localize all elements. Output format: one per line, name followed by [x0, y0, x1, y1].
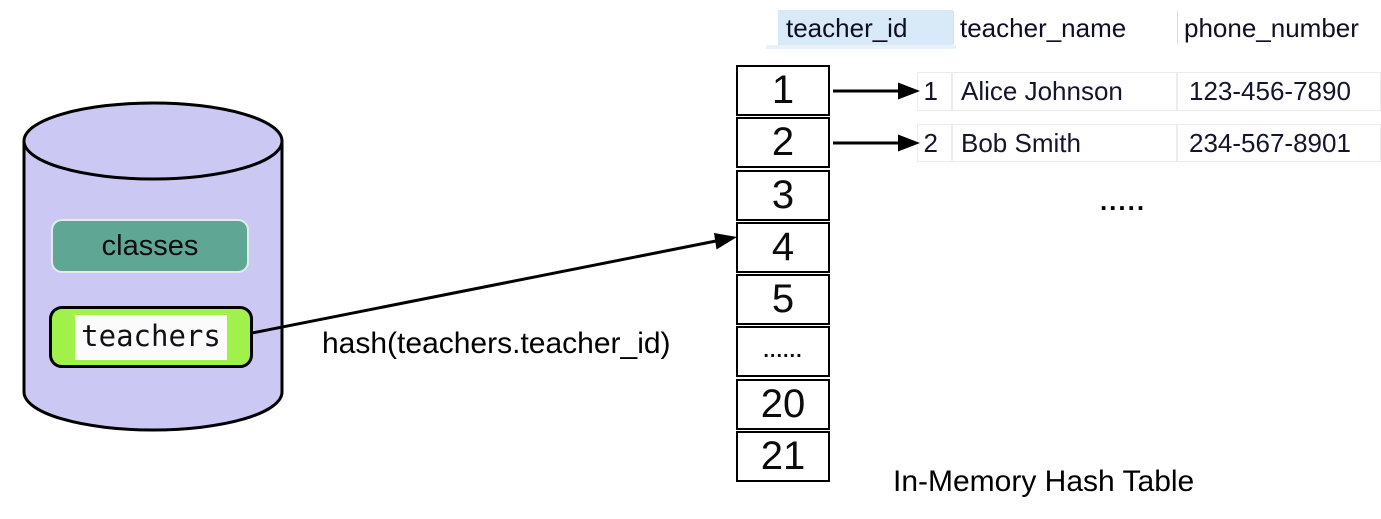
hash-bucket-label: 21	[760, 434, 806, 479]
teachers-table-label: teachers	[75, 314, 227, 360]
classes-table-box: classes	[51, 219, 249, 273]
row2-cell-teacher-name: Bob Smith	[952, 124, 1177, 162]
row1-cell-phone-number: 123-456-7890	[1177, 72, 1381, 111]
hash-bucket-cell: 20	[736, 378, 830, 430]
hash-bucket-cell-ellipsis: ......	[736, 326, 830, 378]
hash-bucket-label: 2	[771, 120, 795, 165]
row1-cell-teacher-id: 1	[917, 72, 952, 111]
header-highlight-teacher-id	[778, 10, 953, 45]
database-cylinder-top	[22, 101, 284, 181]
hash-bucket-label: 1	[771, 68, 795, 112]
header-underline-teacher-id	[766, 45, 956, 49]
column-header-teacher-id: teacher_id	[786, 13, 908, 43]
hash-bucket-label: 3	[771, 172, 795, 217]
hash-table-column: 1 2 3 4 5 ...... 20 21	[736, 65, 830, 483]
hash-bucket-cell: 5	[736, 274, 830, 326]
row2-cell-phone-number: 234-567-8901	[1177, 124, 1381, 162]
hash-bucket-label: 20	[760, 381, 806, 426]
database-cylinder-body	[22, 141, 284, 432]
column-header-phone-number: phone_number	[1184, 13, 1359, 43]
row2-cell-teacher-id: 2	[917, 124, 952, 162]
hash-bucket-cell: 21	[736, 431, 830, 483]
column-header-teacher-name: teacher_name	[960, 13, 1127, 43]
hash-bucket-cell: 4	[736, 221, 830, 273]
classes-table-label: classes	[101, 229, 199, 262]
teachers-table-box: teachers	[49, 306, 253, 368]
hash-bucket-cell: 2	[736, 117, 830, 169]
hash-table-caption: In-Memory Hash Table	[893, 465, 1195, 498]
header-column-divider	[953, 11, 954, 44]
more-rows-ellipsis: .....	[1099, 186, 1147, 216]
hash-bucket-cell: 3	[736, 169, 830, 221]
header-column-divider	[1177, 11, 1178, 44]
hash-bucket-label: 5	[771, 277, 795, 322]
hash-bucket-label: ......	[763, 340, 803, 363]
hash-function-label: hash(teachers.teacher_id)	[322, 327, 671, 360]
hash-bucket-cell: 1	[736, 65, 830, 116]
hash-bucket-label: 4	[771, 224, 795, 269]
row1-cell-teacher-name: Alice Johnson	[952, 72, 1177, 111]
